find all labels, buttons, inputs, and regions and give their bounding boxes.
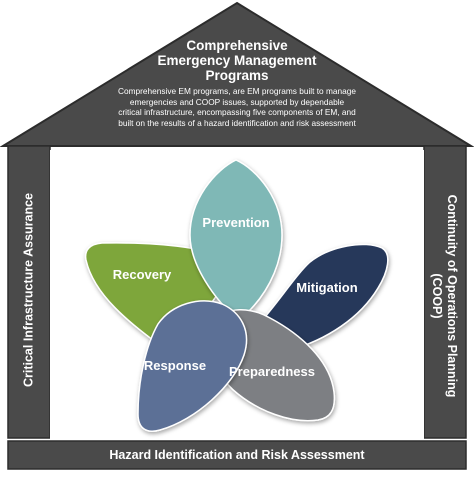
foundation-bar bbox=[7, 440, 467, 470]
right-pillar-text-line2: (COOP) bbox=[430, 273, 444, 319]
roof bbox=[0, 1, 474, 147]
left-pillar-label: Critical Infrastructure Assurance bbox=[22, 193, 37, 387]
left-pillar-text: Critical Infrastructure Assurance bbox=[21, 192, 36, 388]
right-pillar bbox=[423, 145, 467, 439]
label-mitigation: Mitigation bbox=[296, 280, 357, 295]
label-preparedness: Preparedness bbox=[229, 364, 315, 379]
petal-response bbox=[137, 300, 248, 432]
foundation-label: Hazard Identification and Risk Assessmen… bbox=[109, 448, 365, 462]
petal-prevention bbox=[189, 159, 283, 321]
roof-description: Comprehensive EM programs, are EM progra… bbox=[118, 86, 356, 128]
roof-title: Comprehensive Emergency Management Progr… bbox=[100, 38, 374, 83]
label-response: Response bbox=[144, 358, 206, 373]
label-recovery: Recovery bbox=[113, 267, 172, 282]
left-pillar bbox=[7, 145, 51, 439]
right-pillar-label: Continuity of Operations Planning (COOP) bbox=[429, 195, 459, 398]
roof-title-line: Emergency Management bbox=[157, 53, 317, 68]
right-pillar-text-line1: Continuity of Operations Planning bbox=[445, 194, 459, 398]
roof-title-line: Comprehensive bbox=[186, 38, 288, 53]
roof-title-line: Programs bbox=[205, 68, 269, 83]
label-prevention: Prevention bbox=[202, 215, 269, 230]
